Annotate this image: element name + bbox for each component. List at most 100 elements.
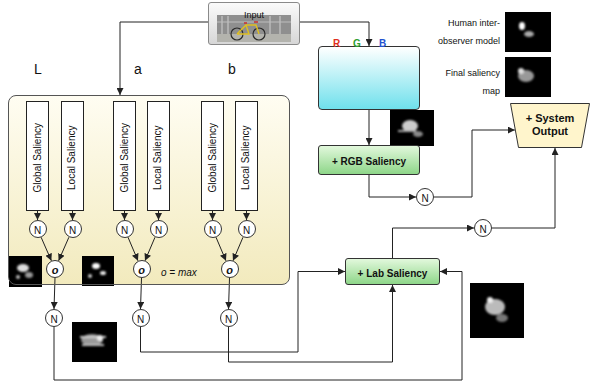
connector-arrow <box>145 237 155 260</box>
text-holder: N <box>421 188 428 206</box>
normalize-circle: N <box>416 188 434 206</box>
text-holder: B <box>379 33 386 51</box>
node-label: G <box>353 38 361 50</box>
text-holder: + Lab Saliency <box>358 263 428 281</box>
saliency-box: Global Saliency <box>201 101 224 211</box>
connector-arrow <box>434 130 515 197</box>
node-label: + System Output <box>519 112 581 137</box>
label-holder: L <box>34 60 42 78</box>
text-holder: + RGB Saliency <box>332 151 406 169</box>
connector-arrow <box>54 272 462 381</box>
text-holder: o <box>52 260 59 278</box>
circle-label: N <box>50 314 57 326</box>
circle-label: N <box>121 225 128 237</box>
text-holder: N <box>155 220 162 238</box>
circle-label: N <box>137 314 144 326</box>
channel-label: L <box>34 61 42 77</box>
system-output-box: + System Output <box>510 103 590 148</box>
max-operator-circle: o <box>133 260 151 278</box>
channel-label: a <box>134 61 142 77</box>
connector-arrow <box>492 148 555 228</box>
normalize-circle: N <box>474 219 492 237</box>
rgb-transform-box: RGB <box>318 46 420 110</box>
connector-arrow <box>128 237 138 260</box>
node-label: Local Saliency <box>241 126 253 190</box>
node-label: + RGB Saliency <box>332 156 406 168</box>
panel-fill <box>9 96 290 285</box>
connector-arrow <box>141 272 346 353</box>
normalize-circle: N <box>150 220 168 238</box>
connector-arrow <box>216 237 226 260</box>
text-holder: N <box>34 220 41 238</box>
circle-label: N <box>69 225 76 237</box>
connector-arrow <box>124 211 125 220</box>
saliency-box: Local Saliency <box>61 101 84 211</box>
circle-label: o <box>226 264 233 277</box>
saliency-box: Global Saliency <box>26 101 49 211</box>
node-label: R <box>333 38 340 50</box>
connector-arrow <box>37 211 38 220</box>
input-box: Input <box>208 2 300 45</box>
max-operator-circle: o <box>221 260 239 278</box>
circle-label: N <box>479 224 486 236</box>
saliency-thumbnail <box>9 256 42 287</box>
circle-label: N <box>155 225 162 237</box>
connector-arrow <box>393 228 475 258</box>
circle-label: N <box>243 225 250 237</box>
connector-arrow <box>141 278 142 309</box>
text-holder: o <box>138 260 145 278</box>
lab-panel: o = maxGlobal SaliencyLocal SaliencyGlob… <box>8 95 290 285</box>
normalize-circle: N <box>64 220 82 238</box>
circle-label: o <box>138 264 145 277</box>
connector-arrow <box>54 278 55 309</box>
text-holder: o = max <box>161 262 197 280</box>
node-label: Local Saliency <box>153 126 165 190</box>
text-holder: N <box>137 309 144 327</box>
connector-arrow <box>369 175 416 197</box>
connector-arrow <box>229 278 230 309</box>
saliency-thumbnail <box>470 283 524 338</box>
node-label: + Lab Saliency <box>358 268 428 280</box>
text-holder: G <box>353 33 361 51</box>
thumbnail-caption: Human inter-observer model <box>438 18 500 46</box>
text-holder: N <box>209 220 216 238</box>
circle-label: N <box>209 225 216 237</box>
text-holder: Local Saliency <box>214 147 278 165</box>
saliency-thumbnail <box>72 322 117 362</box>
normalize-circle: N <box>238 220 256 238</box>
normalize-circle: N <box>45 309 63 327</box>
node-label: Local Saliency <box>67 126 79 190</box>
text-holder: N <box>243 220 250 238</box>
node-label: Global Saliency <box>32 123 44 192</box>
label-holder: Final saliency map <box>436 62 500 98</box>
normalize-circle: N <box>220 309 238 327</box>
text-holder: o <box>226 260 233 278</box>
circle-label: N <box>225 314 232 326</box>
saliency-thumbnail <box>390 110 434 146</box>
node-label: Global Saliency <box>119 123 131 192</box>
connector-arrow <box>120 22 208 95</box>
rgb-saliency-box: + RGB Saliency <box>318 145 420 175</box>
circle-label: N <box>34 225 41 237</box>
connector-arrow <box>212 211 213 220</box>
connector-arrow <box>369 110 370 145</box>
channel-label: b <box>228 61 236 77</box>
node-label: Input <box>244 10 264 20</box>
node-label: Global Saliency <box>207 123 219 192</box>
normalize-circle: N <box>116 220 134 238</box>
text-holder: N <box>479 219 486 237</box>
label-holder: Human inter-observer model <box>436 12 500 48</box>
thumbnail-caption: Final saliency map <box>445 68 500 96</box>
max-operator-circle: o <box>46 260 64 278</box>
circle-label: N <box>421 193 428 205</box>
node-label: o = max <box>161 267 197 279</box>
text-holder: N <box>50 309 57 327</box>
connector-arrow <box>41 237 51 261</box>
connector-arrow <box>72 211 73 220</box>
normalize-circle: N <box>132 309 150 327</box>
saliency-thumbnail <box>505 57 551 97</box>
saliency-thumbnail <box>505 12 551 52</box>
circle-label: o <box>52 264 59 277</box>
